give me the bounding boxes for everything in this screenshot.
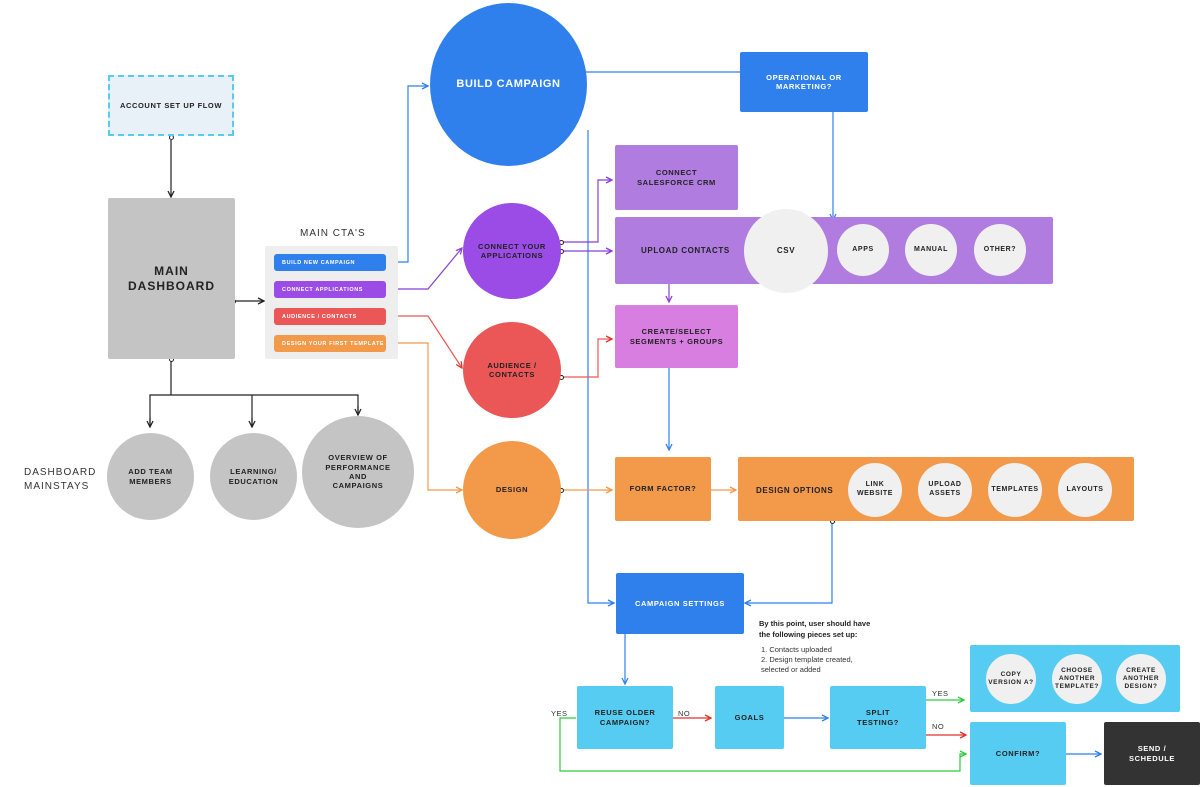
cta-connect-applications[interactable]: CONNECT APPLICATIONS <box>274 281 386 298</box>
reuse-older-campaign-node[interactable]: REUSE OLDER CAMPAIGN? <box>577 686 673 749</box>
setup-note-item-1: 1. Contacts uploaded <box>761 645 832 654</box>
edge-dashboard-to-mainstays <box>149 360 359 426</box>
edge-label-no: NO <box>932 722 945 731</box>
send-schedule-node[interactable]: SEND / SCHEDULE <box>1104 722 1200 785</box>
edge-cta-build <box>389 86 428 263</box>
edge-cta-audience <box>389 315 462 368</box>
link-website-option[interactable]: LINK WEBSITE <box>848 463 902 517</box>
create-another-design-option[interactable]: CREATE ANOTHER DESIGN? <box>1116 654 1166 704</box>
csv-option[interactable]: CSV <box>744 209 828 293</box>
edge-reuse-yes-confirm <box>559 717 966 772</box>
design-options-label: DESIGN OPTIONS <box>756 486 834 495</box>
operational-marketing-node[interactable]: OPERATIONAL OR MARKETING? <box>740 52 868 112</box>
audience-contacts-node[interactable]: AUDIENCE / CONTACTS <box>463 322 561 418</box>
setup-note-heading: By this point, user should have the foll… <box>759 619 871 639</box>
build-campaign-node[interactable]: BUILD CAMPAIGN <box>430 3 587 166</box>
apps-option[interactable]: APPS <box>837 224 889 276</box>
choose-another-template-option[interactable]: CHOOSE ANOTHER TEMPLATE? <box>1052 654 1102 704</box>
setup-note-item-2: 2. Design template created, selected or … <box>761 655 853 674</box>
cta-audience-contacts[interactable]: AUDIENCE / CONTACTS <box>274 308 386 325</box>
design-node[interactable]: DESIGN <box>463 441 561 539</box>
edge-label-no: NO <box>678 709 691 718</box>
layouts-option[interactable]: LAYOUTS <box>1058 463 1112 517</box>
edge-cta-design <box>389 342 462 490</box>
connect-salesforce-node[interactable]: CONNECT SALESFORCE CRM <box>615 145 738 210</box>
confirm-node[interactable]: CONFIRM? <box>970 722 1066 785</box>
create-segments-node[interactable]: CREATE/SELECT SEGMENTS + GROUPS <box>615 305 738 368</box>
cta-design-first-template[interactable]: DESIGN YOUR FIRST TEMPLATE <box>274 335 386 352</box>
copy-version-a-option[interactable]: COPY VERSION A? <box>986 654 1036 704</box>
edge-label-yes: YES <box>551 709 568 718</box>
main-ctas-heading: MAIN CTA'S <box>300 228 366 239</box>
upload-assets-option[interactable]: UPLOAD ASSETS <box>918 463 972 517</box>
edge-audience-to-segments <box>562 339 612 378</box>
main-dashboard-node[interactable]: MAIN DASHBOARD <box>108 198 235 359</box>
connect-applications-node[interactable]: CONNECT YOUR APPLICATIONS <box>463 203 561 299</box>
edge-connect-to-salesforce <box>562 180 612 243</box>
goals-node[interactable]: GOALS <box>715 686 784 749</box>
split-testing-node[interactable]: SPLIT TESTING? <box>830 686 926 749</box>
templates-option[interactable]: TEMPLATES <box>988 463 1042 517</box>
edge-build-to-settings <box>587 130 614 603</box>
overview-performance-node[interactable]: OVERVIEW OF PERFORMANCE AND CAMPAIGNS <box>302 416 414 528</box>
edge-cta-connect <box>389 248 462 290</box>
dashboard-mainstays-label: DASHBOARD MAINSTAYS <box>24 467 97 492</box>
campaign-settings-node[interactable]: CAMPAIGN SETTINGS <box>616 573 744 634</box>
manual-option[interactable]: MANUAL <box>905 224 957 276</box>
upload-contacts-label: UPLOAD CONTACTS <box>641 246 730 255</box>
learning-education-node[interactable]: LEARNING/ EDUCATION <box>210 433 297 520</box>
account-setup-node[interactable]: ACCOUNT SET UP FLOW <box>108 75 234 136</box>
other-option[interactable]: OTHER? <box>974 224 1026 276</box>
add-team-members-node[interactable]: ADD TEAM MEMBERS <box>107 433 194 520</box>
cta-build-new-campaign[interactable]: BUILD NEW CAMPAIGN <box>274 254 386 271</box>
edge-design-options-to-settings <box>745 522 833 603</box>
edge-label-yes: YES <box>932 689 949 698</box>
form-factor-node[interactable]: FORM FACTOR? <box>615 457 711 521</box>
